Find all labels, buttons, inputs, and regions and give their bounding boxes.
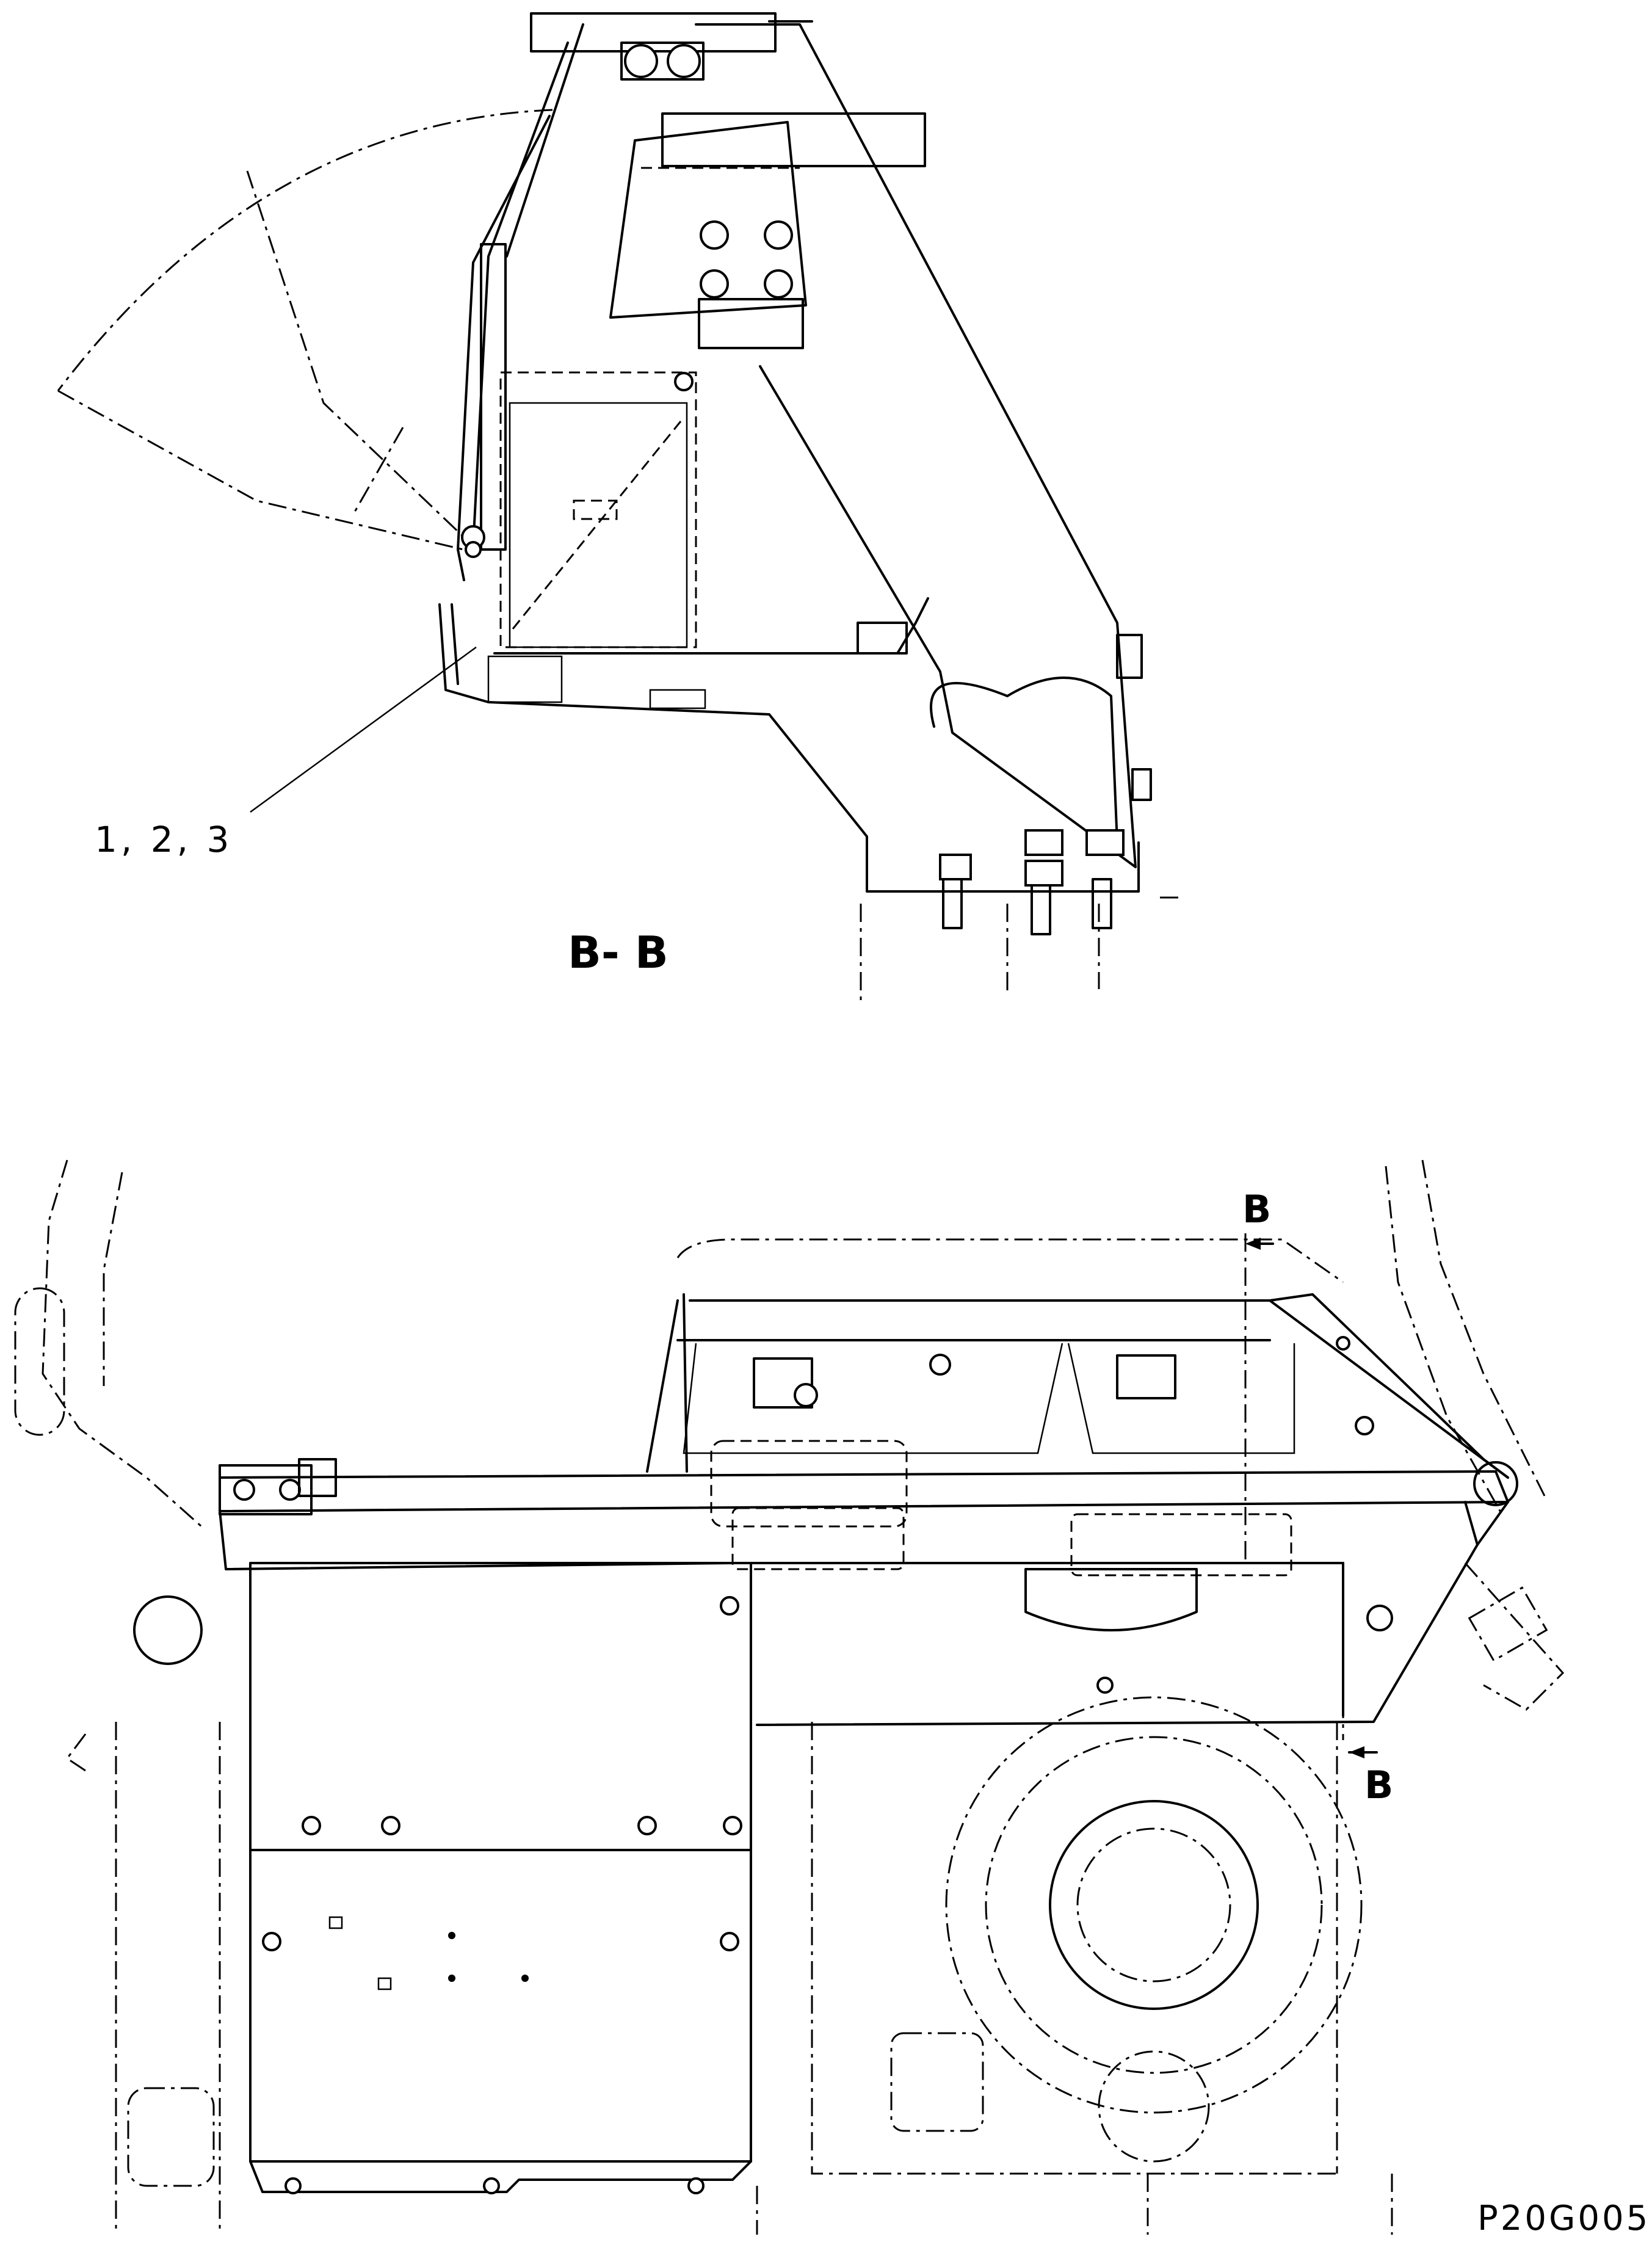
drawing-number: P20G005: [1477, 2199, 1650, 2238]
section-title: B- B: [568, 927, 668, 978]
section-view-b-b: [57, 12, 1184, 1001]
plan-view: [14, 1159, 1565, 2235]
callout-label: 1, 2, 3: [95, 819, 233, 860]
section-mark-top: B: [1242, 1187, 1271, 1232]
section-mark-bottom: B: [1364, 1763, 1393, 1807]
